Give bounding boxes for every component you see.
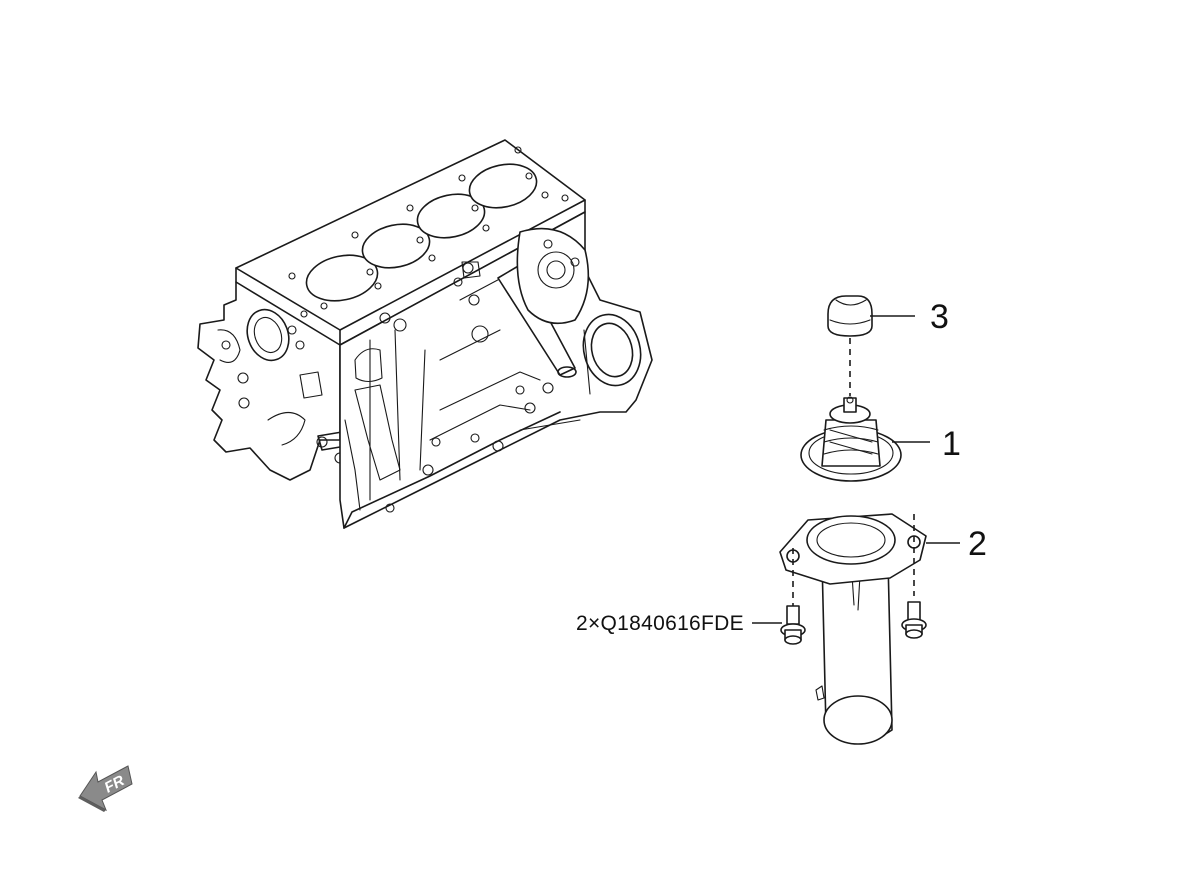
callout-1: 1	[942, 425, 961, 463]
part-1-thermostat	[800, 396, 902, 482]
coolant-pipe	[497, 264, 576, 376]
cylinder-bore-4	[468, 163, 538, 209]
bolt-part-number-label: 2×Q1840616FDE	[576, 612, 744, 635]
crank-rear-opening	[582, 313, 642, 387]
part-3-thermostat-cap	[827, 295, 873, 337]
flange-bolt-left	[780, 605, 806, 645]
engine-block	[197, 139, 653, 529]
callout-3: 3	[930, 298, 949, 336]
cylinder-bore-3	[416, 193, 486, 239]
flange-bolt-right	[901, 601, 927, 639]
front-direction-arrow-icon: FR	[78, 765, 133, 812]
cylinder-bore-2	[361, 223, 431, 269]
engine-block-front-face	[197, 281, 341, 481]
callout-2: 2	[968, 525, 987, 563]
part-2-outlet-housing	[779, 513, 927, 745]
water-pump-housing	[516, 227, 590, 325]
cylinder-bore-1	[305, 254, 379, 302]
